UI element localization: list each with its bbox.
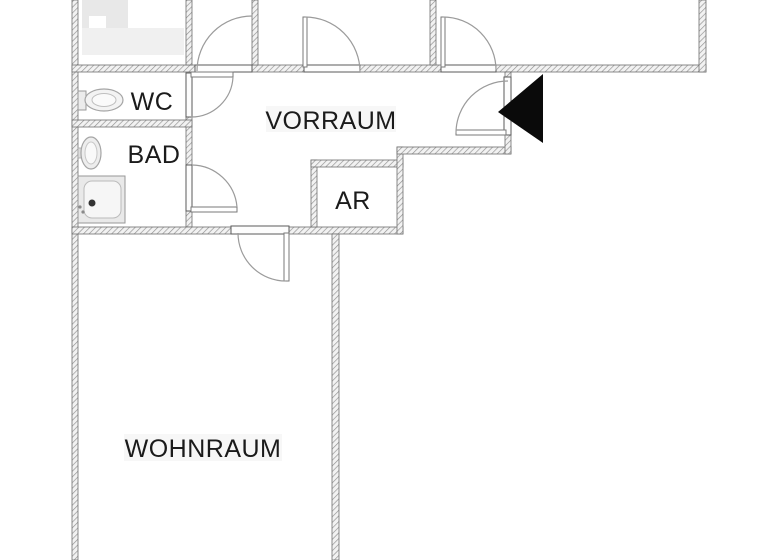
door-leaf-room2 (302, 16, 308, 68)
room-label-vorraum: VORRAUM (265, 107, 396, 135)
wall-wohnraum-top-seg2 (288, 226, 404, 235)
counter-block-b (82, 28, 184, 55)
door-arc-entrance (455, 80, 509, 134)
label-halo-wohnraum (124, 434, 282, 461)
wall-ar-top (310, 159, 404, 168)
door-leaf-wc (190, 71, 234, 78)
door-sill-wohnraum (230, 225, 290, 235)
door-jamb-bad (185, 164, 193, 212)
wall-entry-stub-bottom (504, 134, 512, 155)
entrance-arrow-icon (498, 74, 543, 143)
room-labels: WC BAD VORRAUM AR WOHNRAUM (124, 88, 396, 463)
toilet-icon (77, 88, 124, 112)
wall-wohnraum-top-seg1 (71, 226, 232, 235)
bathtub-drain (88, 199, 96, 207)
wall-top-seg4 (495, 64, 707, 73)
door-arc-wc (190, 76, 234, 118)
wall-top-seg1 (71, 64, 196, 73)
door-sill-room3 (440, 64, 497, 73)
wall-top-seg2 (251, 64, 305, 73)
room-label-wohnraum: WOHNRAUM (125, 435, 282, 463)
wall-ar-right (396, 146, 404, 235)
door-arc-room1 (196, 15, 253, 72)
room-label-ar: AR (335, 187, 371, 215)
door-sill-room2 (303, 64, 361, 73)
washbasin-icon (77, 136, 102, 170)
room-label-bad: BAD (128, 141, 181, 169)
door-leaf-room3 (440, 16, 446, 68)
label-halo-vorraum (266, 106, 396, 132)
wall-room2-room3-divider (429, 0, 437, 66)
door-leaf-entrance (455, 129, 507, 136)
door-arc-room2 (304, 16, 361, 73)
wall-left-outer (71, 0, 79, 560)
wall-wc-bottom (71, 119, 193, 128)
wall-top-seg3 (359, 64, 442, 73)
door-arc-room3 (442, 16, 497, 71)
wall-ar-left (310, 159, 318, 228)
fixtures (77, 74, 543, 224)
walls (71, 0, 707, 560)
door-leaf-bad (190, 206, 238, 213)
door-sill-room1 (194, 64, 253, 73)
door-leaf-wohnraum (283, 232, 290, 282)
wall-mid-upper (185, 0, 193, 66)
door-arc-bad (191, 164, 238, 208)
door-arc-wohnraum (237, 232, 287, 282)
door-jamb-wc (185, 72, 193, 118)
wall-vorraum-bottom-right (396, 146, 512, 155)
counter-notch (89, 16, 106, 30)
bathtub-icon (77, 175, 126, 224)
wall-wohnraum-right (331, 233, 340, 560)
kitchen-counter-icon (82, 0, 184, 55)
wall-right-outer (698, 0, 707, 73)
wall-bad-lower (185, 210, 193, 228)
room-label-wc: WC (131, 88, 174, 116)
wall-room1-room2-divider (251, 0, 259, 66)
